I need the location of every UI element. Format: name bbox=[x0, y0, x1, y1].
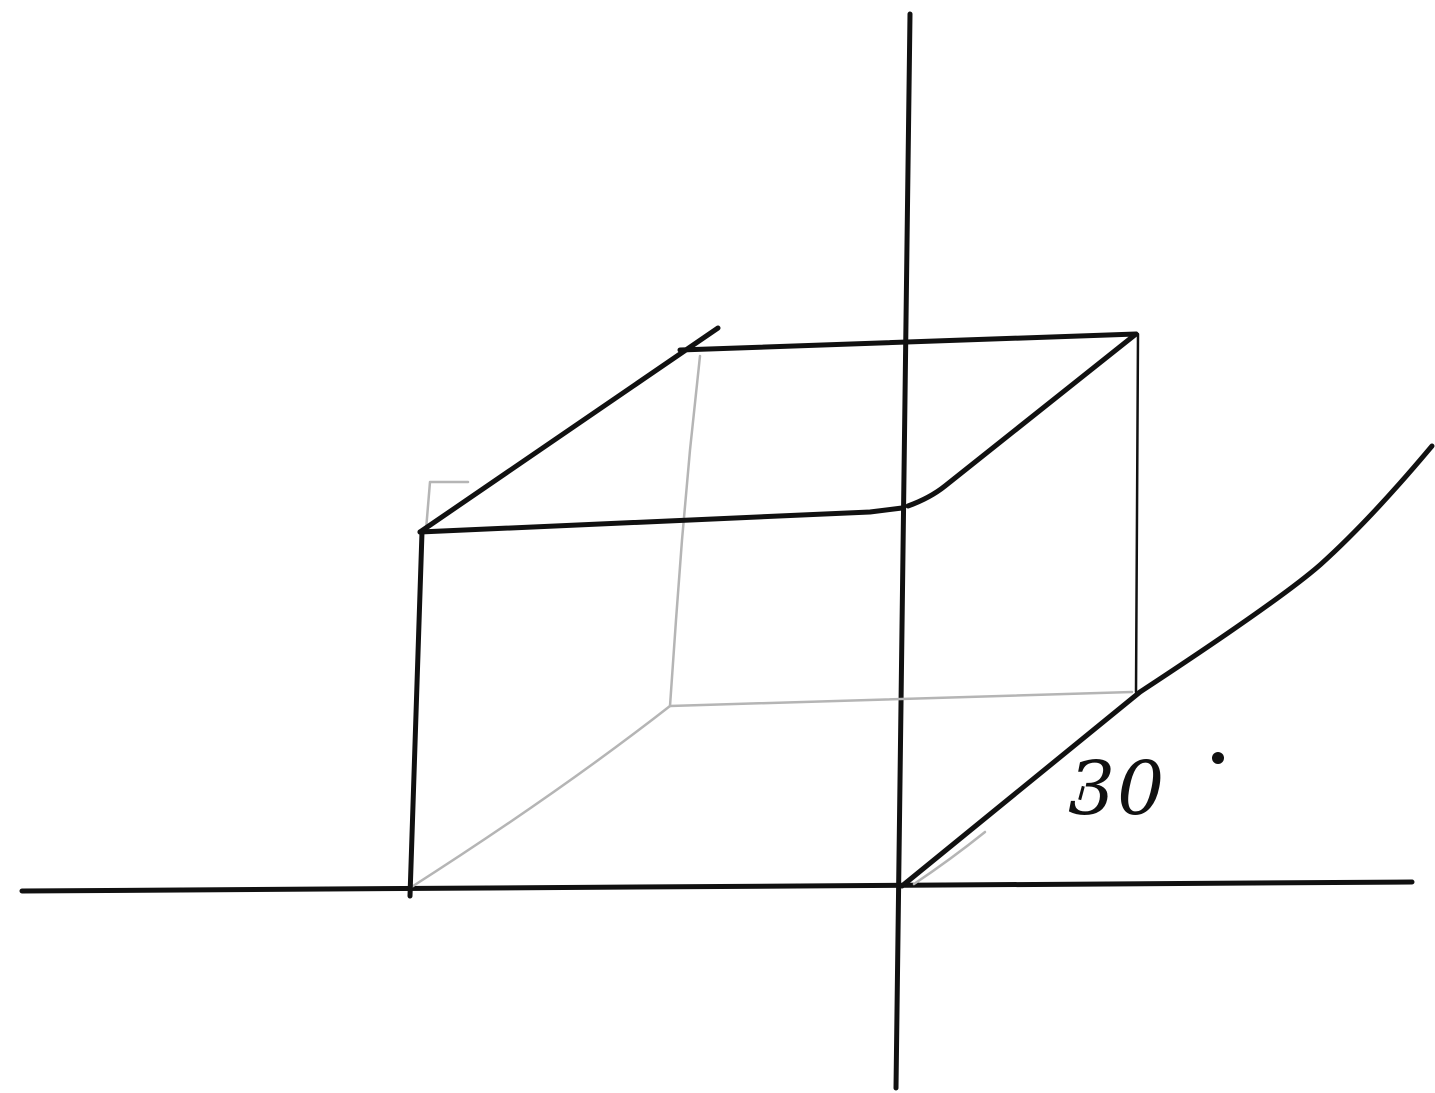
hidden-back-vertical-edge bbox=[668, 354, 702, 708]
horizontal-axis bbox=[19, 879, 1415, 894]
degree-symbol bbox=[1212, 752, 1224, 764]
thirty-degree-guide-line bbox=[899, 443, 1435, 889]
guide-start-faint bbox=[912, 830, 987, 886]
front-left-vertical-edge bbox=[407, 529, 425, 899]
top-left-diagonal-edge bbox=[417, 325, 721, 535]
back-right-vertical-edge bbox=[1134, 332, 1140, 694]
vertical-axis bbox=[893, 11, 913, 1091]
top-front-edge bbox=[417, 505, 905, 535]
hidden-bottom-back-edge bbox=[668, 690, 1134, 708]
top-back-edge bbox=[677, 331, 1139, 353]
hidden-bottom-diagonal bbox=[408, 704, 672, 890]
angle-label: 30 bbox=[1068, 746, 1167, 832]
construction-mark bbox=[424, 480, 470, 532]
top-right-diagonal-edge bbox=[905, 331, 1139, 509]
